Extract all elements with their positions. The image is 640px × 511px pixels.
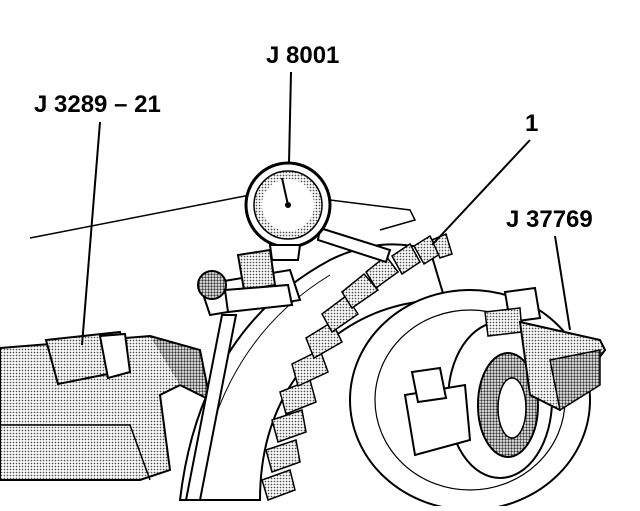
indicator-mount — [184, 226, 392, 501]
callout-ring-gear: 1 — [525, 110, 539, 137]
callout-dial-indicator: J 8001 — [266, 42, 340, 69]
housing-outline — [29, 194, 417, 239]
dial-indicator-gauge — [244, 161, 332, 261]
adapter-plate — [518, 320, 607, 412]
callout-indicator-adapter: J 37769 — [506, 206, 593, 233]
ring-gear — [178, 232, 453, 501]
leader-lines — [81, 71, 571, 346]
callout-gear-puller-tool: J 3289 – 21 — [34, 91, 161, 118]
bearing-cap-bolts — [403, 286, 542, 457]
holding-fixture — [0, 330, 212, 481]
